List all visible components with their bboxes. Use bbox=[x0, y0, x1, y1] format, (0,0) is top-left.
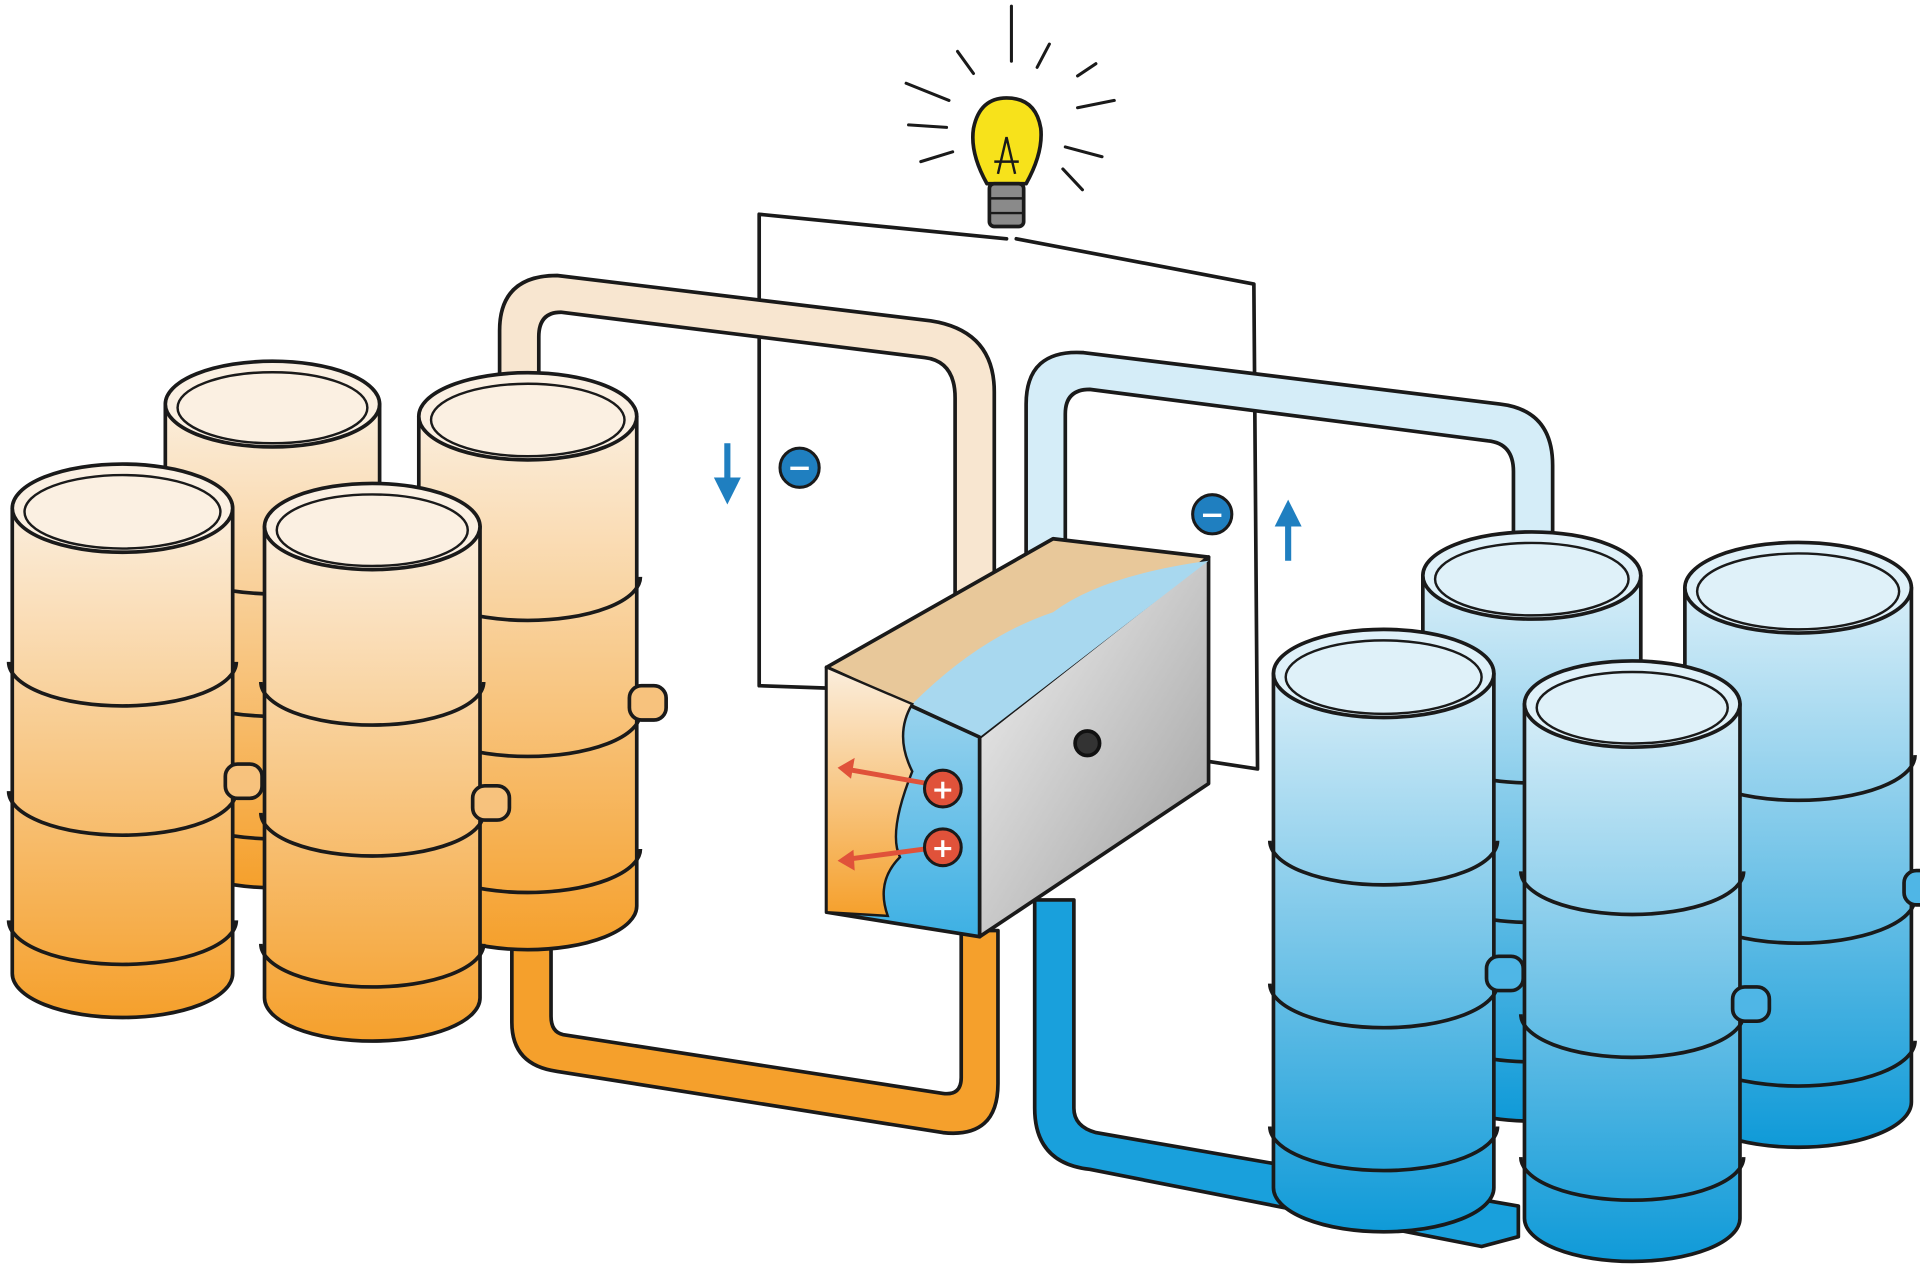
negative-upper-pipe bbox=[1024, 350, 1555, 615]
ion-arrow-bottom: + bbox=[837, 827, 963, 871]
light-bulb-icon bbox=[904, 4, 1116, 229]
plus-symbol: + bbox=[932, 774, 955, 805]
electron-flow-up-arrow bbox=[1274, 499, 1302, 561]
minus-symbol: − bbox=[787, 451, 812, 485]
negative-tank-front-right bbox=[1518, 659, 1772, 1264]
tank-connector bbox=[627, 683, 668, 722]
tank-connector bbox=[470, 783, 512, 822]
tank-connector bbox=[1484, 954, 1526, 993]
electron-badge-right: − bbox=[1191, 493, 1234, 536]
positive-tank-front-left bbox=[6, 462, 264, 1020]
ion-arrow-top: + bbox=[837, 757, 963, 809]
positive-tank-front-middle bbox=[259, 481, 512, 1043]
electron-flow-down-arrow bbox=[713, 443, 741, 505]
negative-tank-front-left bbox=[1267, 627, 1526, 1234]
minus-symbol: − bbox=[1200, 497, 1225, 531]
tank-connector bbox=[223, 762, 264, 801]
electron-badge-left: − bbox=[778, 446, 821, 489]
wire-terminal-icon bbox=[1073, 729, 1102, 758]
cell-stack bbox=[824, 536, 1211, 939]
tank-connector bbox=[1730, 985, 1772, 1024]
positive-upper-pipe bbox=[497, 273, 997, 608]
plus-symbol: + bbox=[932, 833, 955, 864]
negative-lower-pipe bbox=[1032, 898, 1521, 1249]
positive-lower-pipe bbox=[510, 910, 1000, 1136]
tank-connector bbox=[1902, 868, 1920, 907]
